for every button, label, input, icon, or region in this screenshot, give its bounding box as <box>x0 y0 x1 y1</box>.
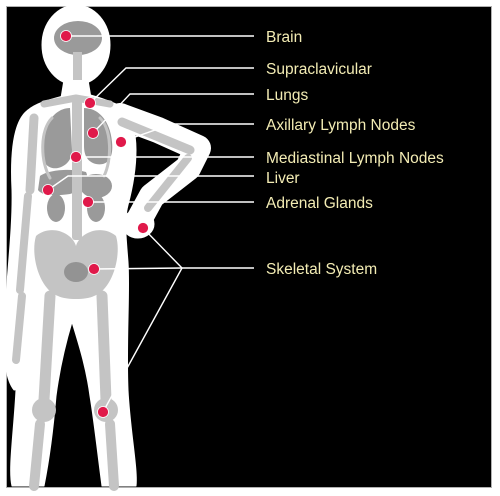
label-brain: Brain <box>266 29 302 46</box>
leader-line-liver <box>47 175 254 191</box>
site-markers <box>42 30 149 418</box>
stomach-shape <box>80 174 112 198</box>
marker-skeletal-knee <box>97 406 109 418</box>
marker-mediastinal <box>70 151 82 163</box>
marker-lungs <box>87 127 99 139</box>
marker-skeletal-arm <box>137 222 149 234</box>
marker-skeletal-pelvis <box>88 263 100 275</box>
kidney-left-shape <box>47 194 65 222</box>
skeleton <box>12 94 195 491</box>
label-axillary-lymph-nodes: Axillary Lymph Nodes <box>266 117 416 134</box>
marker-liver <box>42 184 54 196</box>
label-mediastinal-lymph-nodes: Mediastinal Lymph Nodes <box>266 150 444 167</box>
leader-line-skeletal-pelvis <box>93 267 183 270</box>
marker-axillary <box>115 136 127 148</box>
label-skeletal-system: Skeletal System <box>266 261 377 278</box>
brain-shape <box>54 21 102 55</box>
marker-supraclavicular <box>84 97 96 109</box>
label-supraclavicular: Supraclavicular <box>266 61 372 78</box>
label-liver: Liver <box>266 170 300 187</box>
leader-lines <box>47 35 254 413</box>
leader-line-skeletal-knee <box>102 267 183 413</box>
spine-top-shape <box>73 52 82 80</box>
marker-brain <box>60 30 72 42</box>
label-lungs: Lungs <box>266 87 308 104</box>
leader-line-lungs <box>92 93 254 134</box>
marker-adrenal <box>82 196 94 208</box>
leader-line-axillary <box>120 123 254 143</box>
leader-line-skeletal-arm <box>142 227 183 269</box>
right-lung-shape <box>84 108 113 165</box>
label-adrenal-glands: Adrenal Glands <box>266 195 373 212</box>
labels: Brain Supraclavicular Lungs Axillary Lym… <box>266 29 444 278</box>
leader-line-supraclavicular <box>89 67 254 104</box>
